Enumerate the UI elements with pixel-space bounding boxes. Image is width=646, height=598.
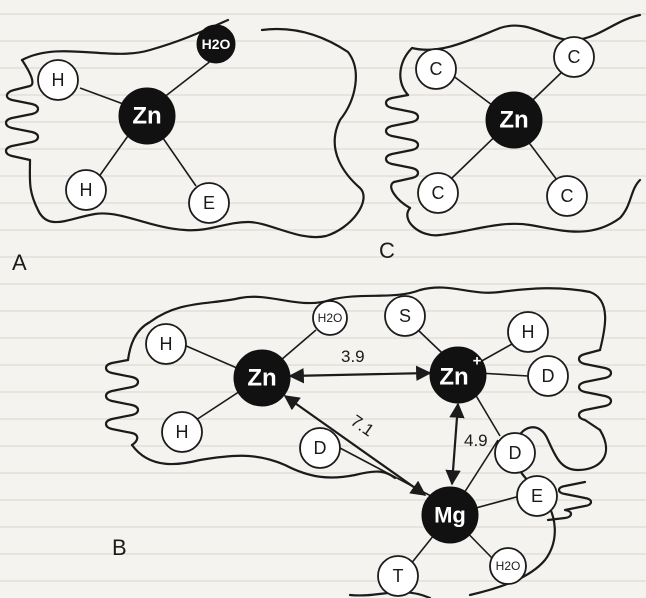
- panel-a-ligand-e: E: [188, 182, 230, 224]
- panel-a: H H E H2O Zn A: [4, 18, 365, 275]
- svg-text:Mg: Mg: [434, 503, 466, 528]
- svg-text:H2O: H2O: [202, 36, 231, 52]
- panel-a-ligand-h-bottom: H: [65, 169, 107, 211]
- svg-text:E: E: [203, 193, 215, 213]
- panel-b-ligand-e: E: [516, 475, 558, 517]
- distance-arrow-zn-mg-diagonal: [283, 395, 427, 496]
- panel-b-zinc-ion-right: Zn +: [429, 346, 487, 404]
- panel-b-zinc-ion-left: Zn: [233, 349, 291, 407]
- svg-text:Zn: Zn: [247, 365, 276, 392]
- svg-text:H: H: [176, 422, 189, 442]
- panel-b: 3.9 4.9 7.1 H H H2O S H D D: [104, 286, 613, 598]
- panel-a-zinc-ion: Zn: [118, 87, 176, 145]
- svg-text:D: D: [542, 366, 555, 386]
- panel-b-ligand-d-right: D: [527, 355, 569, 397]
- svg-text:H: H: [522, 322, 535, 342]
- svg-text:T: T: [393, 566, 404, 586]
- panel-b-ligand-water-top: H2O: [312, 300, 348, 336]
- svg-text:H: H: [80, 180, 93, 200]
- panel-c-ligand-c-top-right: C: [553, 36, 595, 78]
- svg-text:Zn: Zn: [439, 364, 468, 391]
- svg-text:H2O: H2O: [496, 559, 521, 573]
- panel-c-helix: [384, 93, 420, 210]
- panel-b-ligand-water-bottom: H2O: [489, 547, 527, 585]
- svg-text:D: D: [314, 438, 327, 458]
- panel-b-ligand-d-middle: D: [299, 427, 341, 469]
- svg-text:C: C: [432, 183, 445, 203]
- distance-label-zn-zn: 3.9: [341, 347, 365, 366]
- svg-text:H: H: [52, 70, 65, 90]
- panel-a-water-ligand: H2O: [196, 24, 236, 64]
- panel-b-ligand-s: S: [384, 295, 426, 337]
- panel-b-ligand-h-lower-left: H: [161, 411, 203, 453]
- panel-b-label: B: [112, 535, 127, 560]
- svg-text:D: D: [509, 443, 522, 463]
- svg-text:H2O: H2O: [318, 311, 343, 325]
- panel-c-ligand-c-top-left: C: [415, 48, 457, 90]
- svg-text:Zn: Zn: [132, 103, 161, 130]
- distance-label-zn-mg-diagonal: 7.1: [347, 411, 377, 440]
- svg-text:+: +: [473, 353, 482, 370]
- svg-text:S: S: [399, 306, 411, 326]
- panel-b-ligand-h-right: H: [507, 311, 549, 353]
- svg-text:E: E: [531, 486, 543, 506]
- panel-b-helix-bottom-right: [546, 480, 593, 522]
- distance-arrow-zn-mg: [445, 402, 465, 486]
- panel-a-helix: [4, 58, 40, 162]
- svg-text:C: C: [561, 186, 574, 206]
- svg-text:C: C: [568, 47, 581, 67]
- panel-b-ligand-d-lower-right: D: [494, 432, 536, 474]
- svg-text:C: C: [430, 59, 443, 79]
- distance-label-zn-mg: 4.9: [464, 431, 488, 450]
- panel-c-ligand-c-bottom-right: C: [546, 175, 588, 217]
- panel-c-label: C: [379, 238, 395, 263]
- panel-c-ligand-c-bottom-left: C: [417, 172, 459, 214]
- panel-b-ligand-t: T: [377, 555, 419, 597]
- panel-b-ligand-h-upper-left: H: [145, 323, 187, 365]
- panel-c-protein-outline: [399, 13, 642, 237]
- svg-text:Zn: Zn: [499, 107, 528, 134]
- panel-a-label: A: [12, 250, 27, 275]
- panel-b-helix-right: [577, 348, 613, 432]
- distance-arrow-zn-zn: [288, 365, 432, 384]
- panel-a-ligand-h-top: H: [37, 59, 79, 101]
- panel-b-magnesium-ion: Mg: [421, 486, 479, 544]
- panel-c: C C C C Zn C: [379, 13, 642, 263]
- svg-text:H: H: [160, 334, 173, 354]
- panel-c-zinc-ion: Zn: [485, 91, 543, 149]
- panel-b-helix-left: [104, 358, 140, 447]
